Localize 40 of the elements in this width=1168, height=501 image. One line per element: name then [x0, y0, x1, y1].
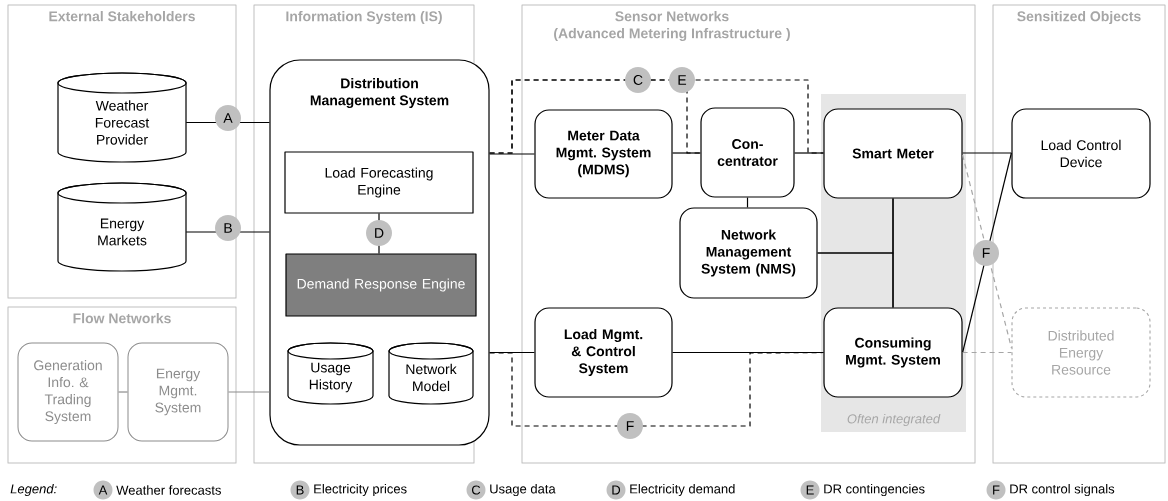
legend-text: Electricity prices: [314, 483, 407, 497]
dashed-connector: [962, 351, 1013, 354]
process-box: Smart Meter: [823, 108, 963, 199]
edge-label: C: [625, 67, 651, 93]
edge-label: F: [617, 413, 643, 439]
connector: [962, 152, 1012, 154]
edge-label: B: [215, 215, 241, 241]
edge-label: A: [215, 105, 241, 131]
process-box: Meter Data Mgmt. System (MDMS): [534, 109, 673, 199]
connector: [117, 391, 129, 393]
legend-title: Legend:: [10, 483, 57, 497]
edge-label: F: [973, 240, 999, 266]
connector: [672, 152, 701, 154]
legend-text: DR control signals: [1010, 483, 1115, 497]
edge-label: E: [669, 67, 695, 93]
connector: [892, 198, 894, 308]
process-box: Consuming Mgmt. System: [823, 307, 963, 398]
legend-text: Usage data: [490, 483, 556, 497]
database-cylinder: Usage History: [287, 342, 374, 405]
process-box: Con- centrator: [700, 107, 795, 198]
connector: [746, 197, 749, 208]
legend-text: Electricity demand: [630, 483, 735, 497]
database-cylinder: Weather Forecast Provider: [57, 72, 187, 163]
process-box: Generation Info. & Trading System: [17, 342, 119, 442]
connector: [794, 152, 824, 154]
process-box: Load Mgmt. & Control System: [534, 307, 673, 398]
process-box: Energy Mgmt. System: [127, 342, 229, 442]
engine-box: Load Forecasting Engine: [284, 151, 474, 214]
connector: [227, 391, 270, 393]
dashed-connector: [489, 351, 824, 427]
process-box: Network Management System (NMS): [679, 207, 818, 299]
process-box: Load Control Device: [1011, 108, 1151, 199]
connector: [489, 153, 535, 155]
database-cylinder: Network Model: [388, 342, 474, 405]
legend-text: DR contingencies: [824, 483, 925, 497]
process-box: Distributed Energy Resource: [1011, 307, 1151, 398]
legend-text: Weather forecasts: [116, 485, 221, 495]
engine-box: Demand Response Engine: [285, 253, 477, 317]
database-cylinder: Energy Markets: [57, 182, 187, 272]
edge-label: D: [366, 220, 392, 246]
